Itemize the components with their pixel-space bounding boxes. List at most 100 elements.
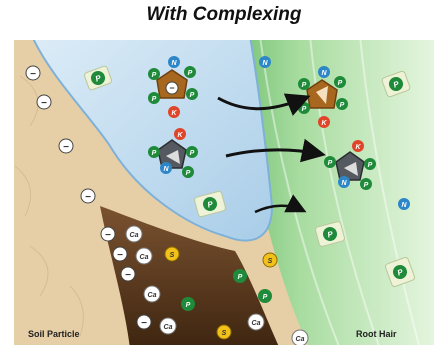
phosphate-complex-gray-absorbed: K P P N P [324,140,376,190]
svg-text:P: P [190,150,195,157]
svg-text:Ca: Ca [148,292,157,299]
svg-text:S: S [268,258,273,265]
svg-text:Ca: Ca [252,320,261,327]
svg-text:P: P [152,150,157,157]
svg-text:P: P [302,82,307,89]
svg-text:N: N [401,202,407,209]
svg-text:N: N [163,166,169,173]
svg-text:K: K [171,110,177,117]
calcium-ion: Ca [135,247,153,265]
organic-matter-region [100,206,280,349]
svg-text:K: K [355,144,361,151]
svg-text:N: N [341,180,347,187]
svg-text:P: P [238,274,243,281]
phosphate-complex-brown: − P N P P P K [148,56,198,118]
ion-label: P [396,267,405,278]
calcium-ion: Ca [291,329,309,347]
svg-text:−: − [41,98,47,109]
phosphorus-ion: P [298,78,310,90]
sulfur-ion: S [262,252,278,268]
svg-text:P: P [263,294,268,301]
svg-text:Ca: Ca [296,336,305,343]
ion-label: P [206,199,214,209]
potassium-ion: K [352,140,364,152]
phosphorus-ion: P [181,297,195,311]
phosphorus-ion: P [336,98,348,110]
phosphorus-ion: P [233,269,247,283]
potassium-ion: K [168,106,180,118]
svg-text:P: P [338,80,343,87]
svg-text:P: P [302,106,307,113]
sulfur-ion: S [216,324,232,340]
svg-text:P: P [340,102,345,109]
calcium-ion: Ca [247,313,265,331]
svg-text:−: − [63,142,69,153]
svg-text:P: P [186,302,191,309]
phosphorus-granule: P [83,65,113,91]
nitrogen-ion: N [398,198,410,210]
svg-text:N: N [171,60,177,67]
phosphorus-ion: P [258,289,272,303]
svg-text:P: P [152,72,157,79]
svg-text:P: P [188,70,193,77]
ion-label: P [94,73,103,84]
negative-charge: − [100,226,116,242]
svg-text:K: K [321,120,327,127]
svg-text:Ca: Ca [164,324,173,331]
svg-text:−: − [30,69,36,80]
negative-charge: − [36,94,52,110]
frame-border [10,36,438,349]
nutrient-complexing-diagram: P P P P P − P N P P P K [10,36,438,349]
uptake-arrow [217,93,311,116]
phosphorus-ion: P [186,146,198,158]
svg-text:Ca: Ca [130,232,139,239]
negative-charge-label: − [169,83,174,93]
svg-text:−: − [125,270,131,281]
calcium-ion: Ca [143,285,161,303]
uptake-arrow [254,194,307,214]
sulfur-ion: S [164,246,180,262]
diagram-title: With Complexing [146,4,302,25]
ion-label: P [326,229,334,239]
diagram-frame: P P P P P − P N P P P K [10,36,438,349]
phosphorus-ion: P [334,76,346,88]
svg-text:P: P [186,170,191,177]
phosphorus-granule: P [384,256,416,288]
uptake-arrow [225,138,326,163]
calcium-ion: Ca [159,317,177,335]
phosphate-complex-gray: K P P N P [148,128,198,178]
ion-label: P [392,79,401,90]
phosphorus-granule: P [315,221,345,247]
phosphorus-ion: P [182,166,194,178]
svg-text:K: K [177,132,183,139]
svg-text:−: − [105,230,111,241]
phosphorus-ion: P [148,146,160,158]
negative-charge: − [136,314,152,330]
nitrogen-ion: N [160,162,172,174]
svg-text:−: − [85,192,91,203]
phosphorus-ion: P [148,92,160,104]
svg-text:Ca: Ca [140,254,149,261]
svg-text:S: S [170,252,175,259]
potassium-ion: K [318,116,330,128]
svg-text:P: P [364,182,369,189]
root-hair-label: Root Hair [356,329,397,339]
phosphorus-ion: P [148,68,160,80]
nitrogen-ion: N [259,56,271,68]
negative-charge: − [120,266,136,282]
svg-text:−: − [141,318,147,329]
svg-text:P: P [368,162,373,169]
negative-charge: − [58,138,74,154]
potassium-ion: K [174,128,186,140]
phosphorus-ion: P [186,88,198,100]
svg-text:P: P [152,96,157,103]
phosphorus-ion: P [298,102,310,114]
negative-charge: − [80,188,96,204]
svg-text:N: N [321,70,327,77]
root-hair-region [225,36,438,349]
svg-text:N: N [262,60,268,67]
svg-text:−: − [117,250,123,261]
negative-charge: − [112,246,128,262]
negative-charge: − [25,65,41,81]
phosphorus-ion: P [324,156,336,168]
